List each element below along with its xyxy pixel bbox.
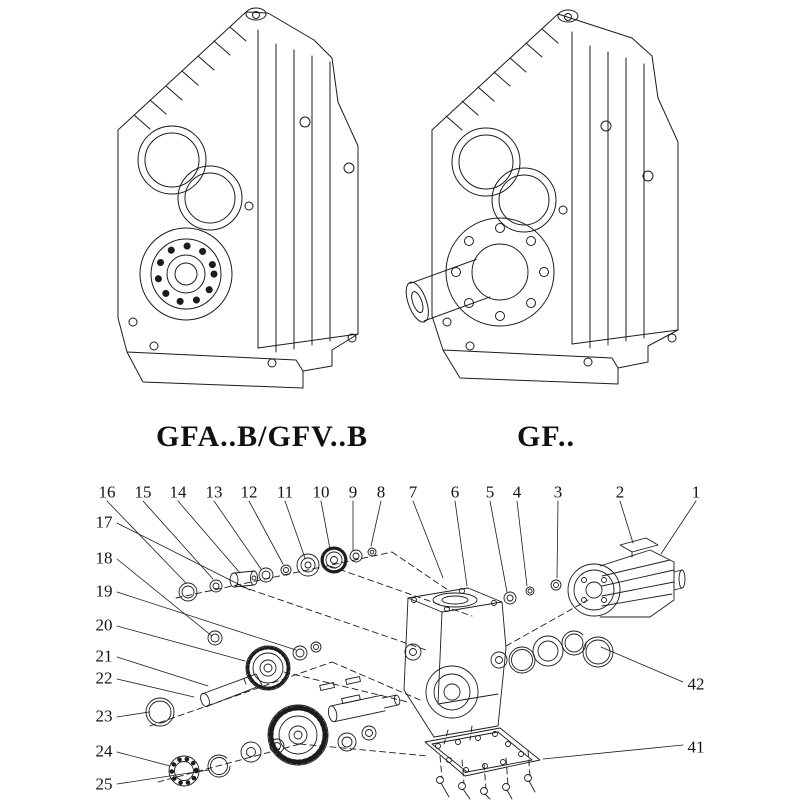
part-callout: 23 bbox=[95, 706, 113, 726]
part-callout: 4 bbox=[512, 482, 522, 502]
part-callout: 2 bbox=[615, 482, 625, 502]
part-callout: 14 bbox=[169, 482, 187, 502]
output-shaft bbox=[405, 258, 491, 323]
part-callout: 15 bbox=[134, 482, 152, 502]
part-callout: 3 bbox=[553, 482, 563, 502]
key bbox=[319, 682, 335, 691]
intermediate-shaft bbox=[200, 673, 263, 708]
exploded-view-drawing bbox=[106, 500, 697, 800]
lower-parts-cluster bbox=[168, 676, 401, 787]
output-shaft-exploded bbox=[327, 694, 401, 723]
output-flange bbox=[445, 217, 555, 327]
motor-drawing bbox=[567, 537, 686, 618]
output-gear bbox=[267, 704, 329, 766]
snap-ring bbox=[207, 754, 231, 778]
upper-parts-chain bbox=[178, 546, 377, 602]
part-callout: 12 bbox=[240, 482, 258, 502]
gearbox-left-drawing bbox=[117, 7, 359, 389]
oil-seal bbox=[145, 697, 175, 727]
part-callout: 5 bbox=[485, 482, 495, 502]
leader-lines bbox=[106, 500, 697, 785]
intermediate-gear bbox=[245, 645, 291, 691]
gasket-and-screws bbox=[424, 727, 541, 800]
part-callout: 19 bbox=[95, 581, 113, 601]
part-callout: 1 bbox=[691, 482, 701, 502]
part-callout: 8 bbox=[376, 482, 386, 502]
cooling-fins-left bbox=[133, 26, 247, 130]
bolts bbox=[436, 774, 536, 800]
part-callout: 16 bbox=[98, 482, 116, 502]
part-callout: 20 bbox=[95, 615, 113, 635]
gear-housing bbox=[403, 587, 508, 738]
lifting-eye bbox=[557, 9, 579, 23]
part-callout: 41 bbox=[687, 737, 705, 757]
seal-rings bbox=[508, 630, 614, 674]
cooling-fins-right bbox=[445, 28, 559, 131]
key bbox=[345, 676, 361, 685]
gearbox-right-drawing bbox=[405, 9, 679, 385]
part-callout: 17 bbox=[95, 512, 113, 532]
lifting-eye bbox=[245, 7, 267, 21]
terminal-box bbox=[619, 537, 659, 553]
part-callout: 22 bbox=[95, 668, 113, 688]
output-bearing-left bbox=[139, 227, 233, 321]
part-callout: 6 bbox=[450, 482, 460, 502]
part-callout: 18 bbox=[95, 548, 113, 568]
part-callout: 9 bbox=[348, 482, 358, 502]
ball-bearing bbox=[168, 755, 200, 787]
part-callout: 42 bbox=[687, 674, 705, 694]
part-callout: 24 bbox=[95, 741, 113, 761]
part-callout: 21 bbox=[95, 646, 113, 666]
pinion-shaft-small bbox=[229, 570, 258, 588]
middle-parts-cluster bbox=[145, 630, 322, 727]
input-small-parts bbox=[503, 579, 562, 605]
part-callout: 10 bbox=[312, 482, 330, 502]
small-gear bbox=[320, 546, 348, 574]
part-callout: 7 bbox=[408, 482, 418, 502]
part-callout: 11 bbox=[276, 482, 294, 502]
model-caption-right: GF.. bbox=[517, 420, 575, 453]
part-callout: 25 bbox=[95, 774, 113, 794]
model-caption-left: GFA..B/GFV..B bbox=[156, 420, 368, 453]
part-callout: 13 bbox=[205, 482, 223, 502]
